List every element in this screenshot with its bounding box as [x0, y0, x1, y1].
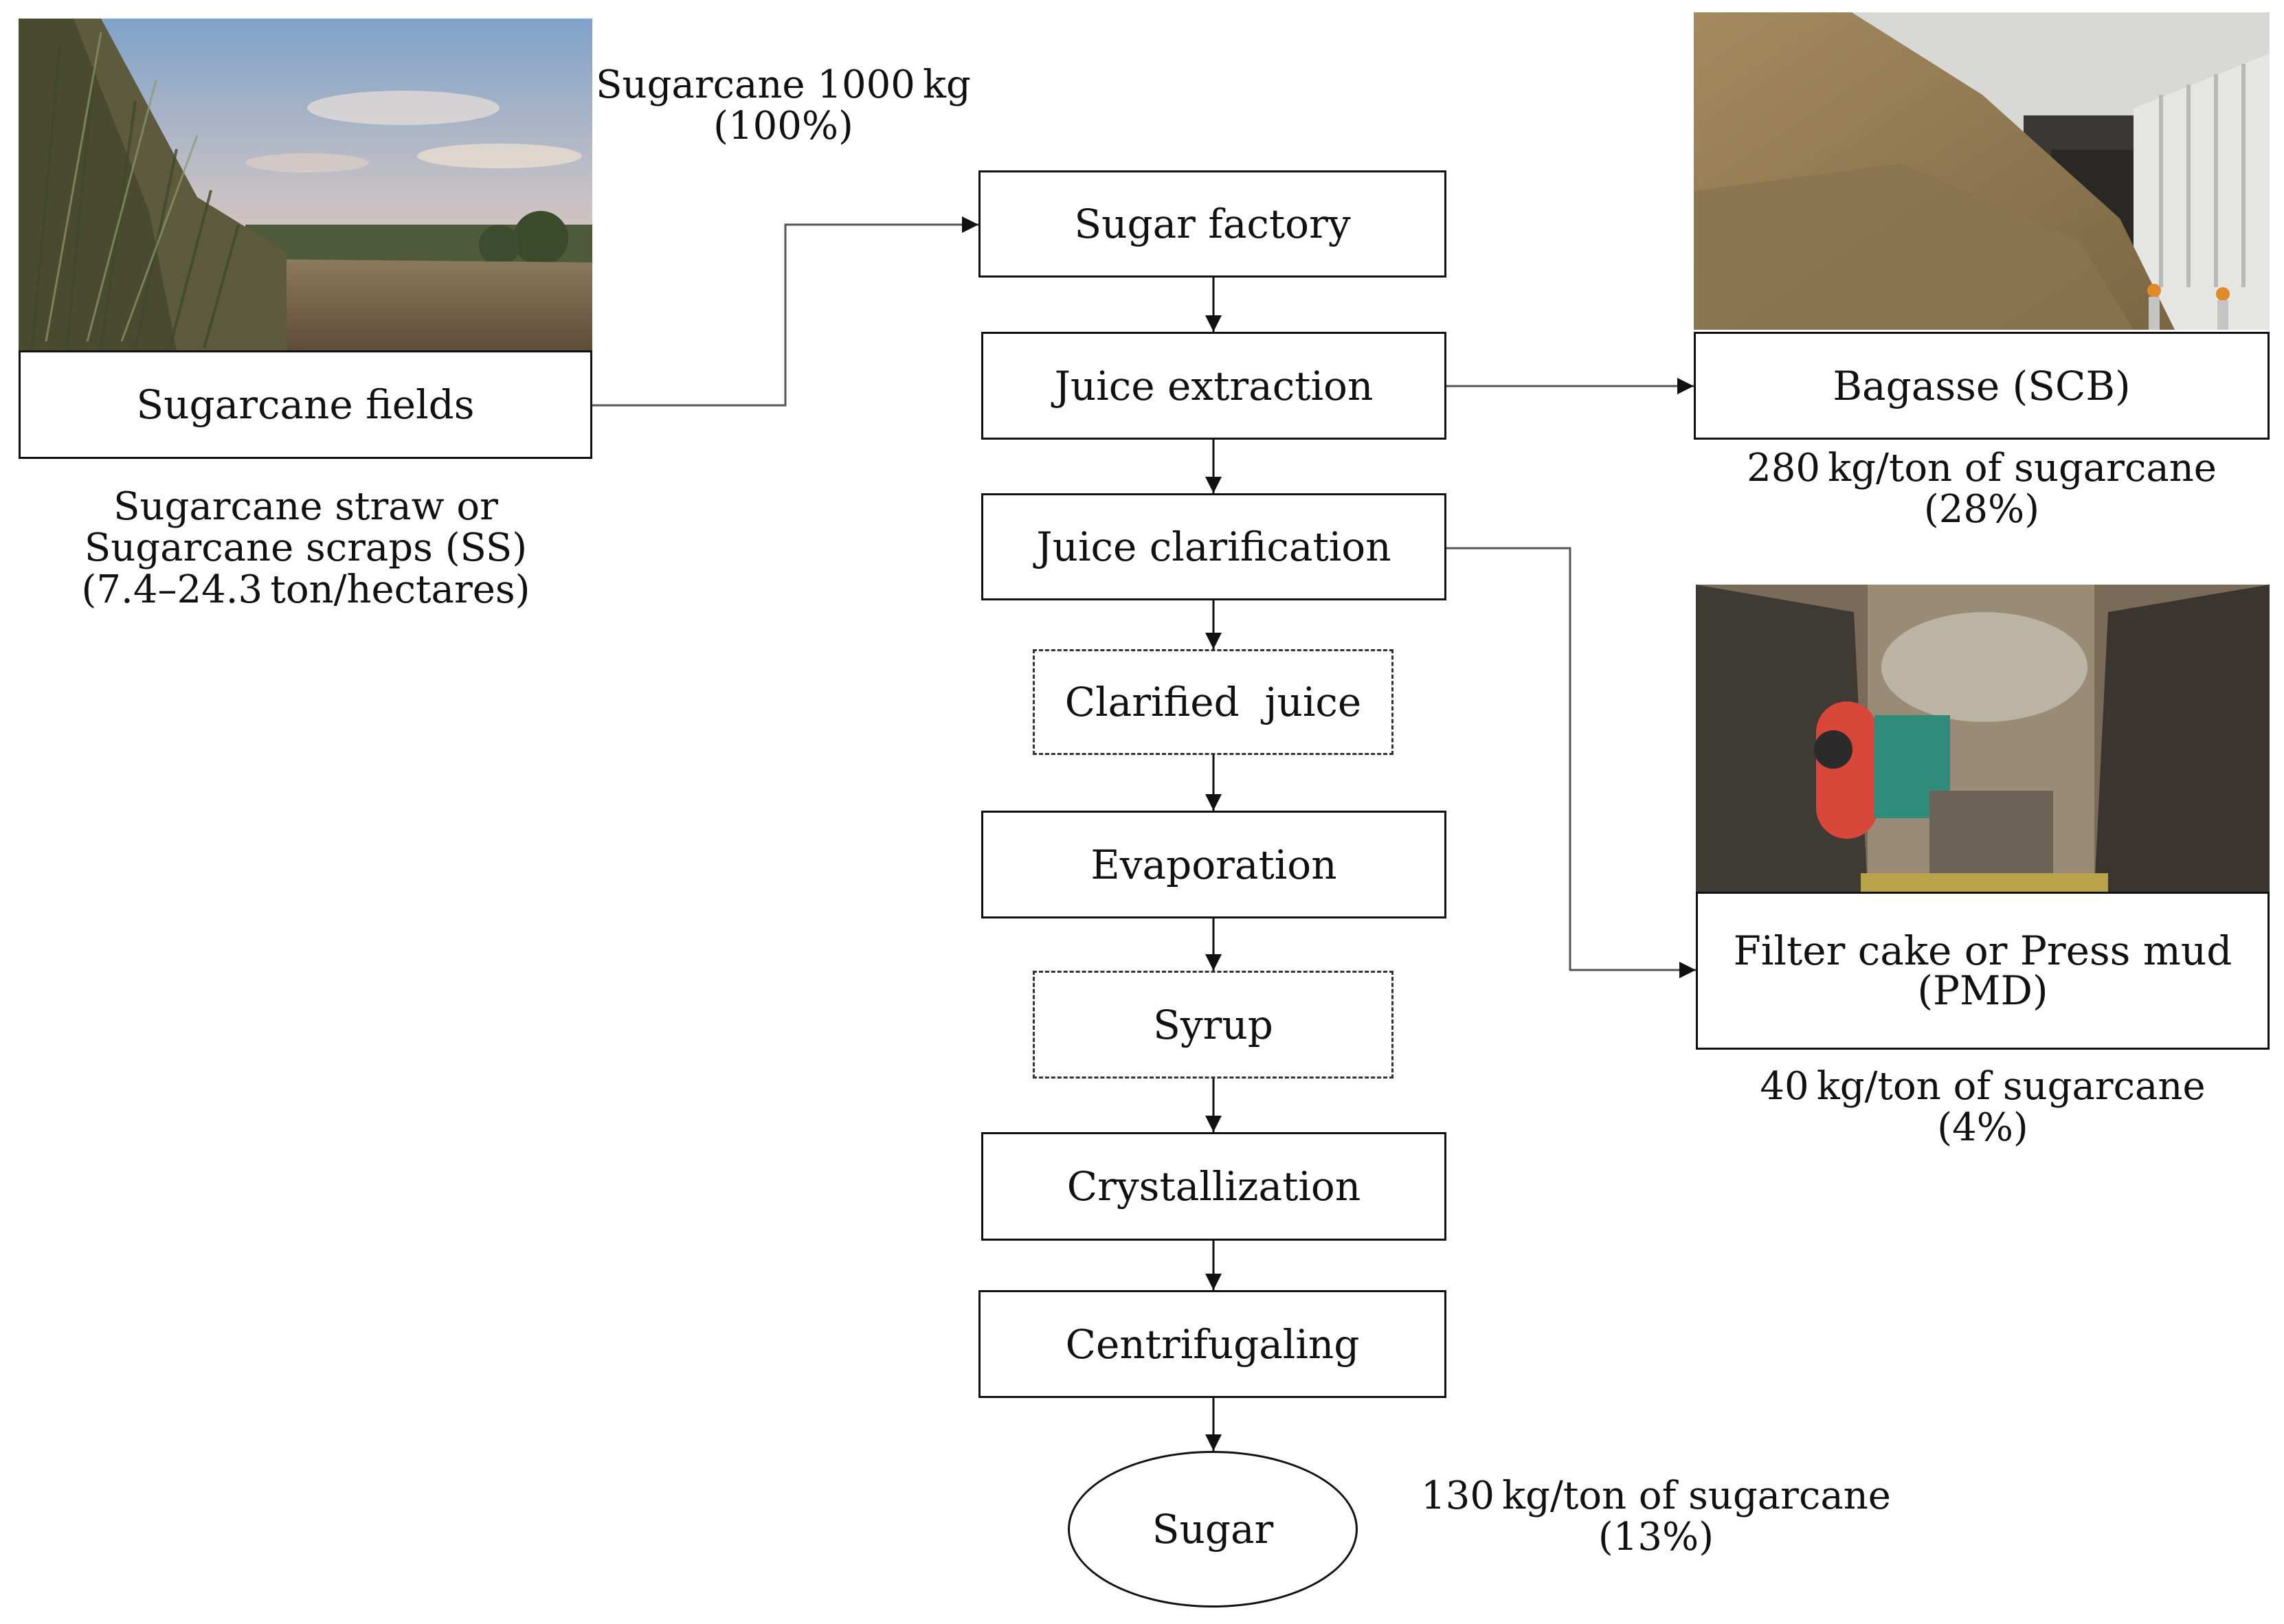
- evaporation-label: Evaporation: [1090, 841, 1337, 888]
- filter-cake-label-line2: (PMD): [1917, 967, 2048, 1014]
- clarified-juice-box: Clarified juice: [1033, 649, 1393, 755]
- bagasse-box: Bagasse (SCB): [1694, 332, 2270, 440]
- evaporation-box: Evaporation: [981, 811, 1446, 918]
- sugar-yield-amount: 130 kg/ton of sugarcane: [1421, 1474, 1891, 1518]
- filter-cake-box: Filter cake or Press mud (PMD): [1696, 892, 2270, 1050]
- crystallization-box: Crystallization: [981, 1132, 1446, 1241]
- clarified-juice-label: Clarified juice: [1064, 679, 1362, 725]
- sugarcane-input-percent: (100%): [713, 104, 853, 149]
- filter-cake-yield-label: 40 kg/ton of sugarcane (4%): [1696, 1064, 2270, 1151]
- sugar-label: Sugar: [1152, 1506, 1274, 1553]
- sugarcane-fields-box: Sugarcane fields: [19, 350, 592, 459]
- sugar-terminal: Sugar: [1068, 1451, 1358, 1608]
- sugarcane-input-label: Sugarcane 1000 kg (100%): [591, 63, 976, 149]
- centrifugaling-box: Centrifugaling: [978, 1290, 1446, 1398]
- juice-clarification-label: Juice clarification: [1036, 523, 1391, 570]
- bagasse-yield-amount: 280 kg/ton of sugarcane: [1747, 446, 2217, 490]
- filter-cake-yield-percent: (4%): [1937, 1105, 2028, 1151]
- arrow-fields-to-factory: [592, 216, 978, 407]
- sugarcane-straw-line2: Sugarcane scraps (SS): [84, 526, 528, 571]
- sugarcane-straw-label: Sugarcane straw or Sugarcane scraps (SS)…: [14, 486, 598, 611]
- sugar-factory-label: Sugar factory: [1074, 201, 1351, 247]
- bagasse-yield-percent: (28%): [1923, 487, 2040, 532]
- sugarcane-fields-label: Sugarcane fields: [136, 381, 475, 428]
- sugarcane-field-photo: [19, 19, 592, 350]
- sugar-factory-box: Sugar factory: [978, 170, 1446, 278]
- arrow-clarification-to-filter-cake: [1446, 547, 1696, 978]
- juice-extraction-label: Juice extraction: [1054, 362, 1374, 409]
- juice-clarification-box: Juice clarification: [981, 493, 1446, 600]
- sugar-yield-percent: (13%): [1598, 1515, 1714, 1560]
- juice-extraction-box: Juice extraction: [981, 332, 1446, 440]
- sugarcane-straw-line3: (7.4–24.3 ton/hectares): [81, 567, 530, 612]
- centrifugaling-label: Centrifugaling: [1065, 1320, 1360, 1368]
- filter-cake-yield-amount: 40 kg/ton of sugarcane: [1760, 1064, 2206, 1109]
- bagasse-label: Bagasse (SCB): [1833, 362, 2131, 409]
- sugarcane-input-amount: Sugarcane 1000 kg: [596, 63, 971, 107]
- filter-cake-label-line1: Filter cake or Press mud: [1733, 927, 2232, 974]
- filter-press-photo: [1696, 585, 2270, 892]
- sugarcane-straw-line1: Sugarcane straw or: [113, 484, 498, 529]
- bagasse-pile-photo: [1694, 12, 2270, 330]
- sugar-yield-label: 130 kg/ton of sugarcane (13%): [1409, 1474, 1903, 1560]
- crystallization-label: Crystallization: [1066, 1163, 1361, 1210]
- syrup-box: Syrup: [1033, 971, 1393, 1079]
- syrup-label: Syrup: [1153, 1001, 1273, 1048]
- bagasse-yield-label: 280 kg/ton of sugarcane (28%): [1694, 446, 2270, 532]
